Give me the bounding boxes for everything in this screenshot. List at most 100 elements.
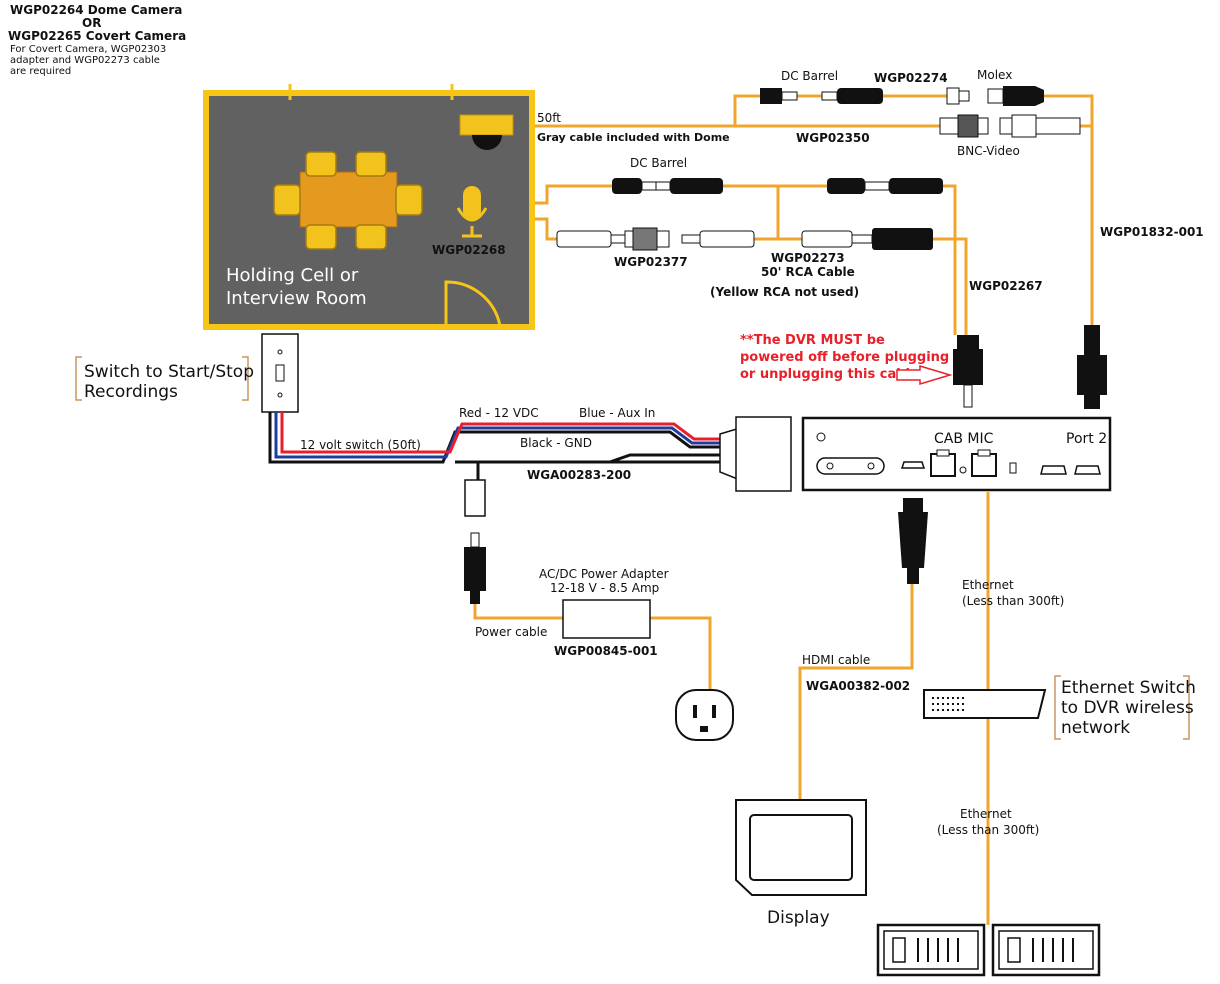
mic-right-cable-a <box>943 184 957 335</box>
chairs <box>273 151 423 250</box>
wall-switch-icon <box>261 333 299 413</box>
harness-blue-label: Blue - Aux In <box>579 406 655 420</box>
dc-barrel-jack <box>821 91 838 101</box>
mic-dc-body <box>670 178 723 194</box>
rca-adapter-part: WGP02377 <box>614 255 688 269</box>
right-dc-tip <box>864 181 890 191</box>
power-lead <box>476 460 720 480</box>
dvr-eth-port-1 <box>930 453 956 477</box>
top-adapter-part: WGP02274 <box>874 71 948 85</box>
ethernet-dist-2: (Less than 300ft) <box>937 823 1039 837</box>
eth-bracket-left <box>1054 675 1061 740</box>
room: Holding Cell or Interview Room WGP02268 <box>203 84 535 330</box>
network-rack-icon <box>876 923 1101 977</box>
room-label-2: Interview Room <box>226 288 367 309</box>
dome-camera-icon <box>459 114 514 150</box>
power-adapter-part: WGP00845-001 <box>554 644 658 658</box>
dome-cable-note: Gray cable included with Dome <box>537 131 730 144</box>
camera-covert-part: WGP02265 Covert Camera <box>8 29 186 43</box>
eth-bracket-right <box>1183 675 1190 740</box>
mic-cable-part: WGP02267 <box>969 279 1043 293</box>
power-adapter-plug <box>464 479 486 604</box>
top-connectors <box>760 86 1107 409</box>
mic-part: WGP02268 <box>432 243 506 257</box>
room-label-1: Holding Cell or <box>226 265 359 286</box>
dvr-cab-mic-label: CAB MIC <box>934 431 994 447</box>
wire-blue <box>274 412 720 459</box>
chair <box>273 184 301 216</box>
rca-cable-desc: 50' RCA Cable <box>761 265 855 279</box>
power-adapter-label: AC/DC Power Adapter <box>539 567 669 581</box>
main-cable-grip <box>1084 325 1100 355</box>
switch-harness <box>268 412 720 480</box>
power-adapter-rating: 12-18 V - 8.5 Amp <box>550 581 659 595</box>
bnc-right-body <box>1035 117 1081 135</box>
rca-tip-3 <box>851 234 873 244</box>
ethernet-switch-label-1: Ethernet Switch <box>1061 678 1196 698</box>
warning-line-1: **The DVR MUST be <box>740 333 885 348</box>
warning-line-2: powered off before plugging <box>740 350 949 365</box>
main-cable-part: WGP01832-001 <box>1100 225 1204 239</box>
dome-cable-length: 50ft <box>537 111 561 125</box>
ethernet-switch-brackets <box>1054 675 1190 740</box>
chair <box>305 151 337 177</box>
orange-cables <box>473 94 1094 925</box>
bnc-left <box>939 117 959 135</box>
ethernet-switch-label-3: network <box>1061 718 1130 738</box>
switch-cable-label: 12 volt switch (50ft) <box>300 438 421 452</box>
camera-note-2: adapter and WGP02273 cable <box>10 55 160 66</box>
bnc-label: BNC-Video <box>957 144 1020 158</box>
warning-arrow-icon <box>896 364 953 386</box>
dvr-hdmi-port <box>900 461 926 469</box>
power-adapter-box <box>562 599 651 639</box>
rca-plug-3 <box>801 230 853 248</box>
bracket-left <box>75 356 82 401</box>
harness-black-label: Black - GND <box>520 436 592 450</box>
hdmi-cable <box>798 582 914 800</box>
camera-dome-part: WGP02264 Dome Camera <box>10 3 182 17</box>
rca-adapter-b <box>656 230 670 248</box>
outlet-cable <box>650 616 712 690</box>
bnc-tip <box>977 117 989 135</box>
power-cable <box>473 604 563 620</box>
chair <box>395 184 423 216</box>
bnc-right-tip <box>999 117 1013 135</box>
rca-adapter-ring <box>632 227 658 251</box>
dvr-unit-icon <box>801 416 1112 492</box>
chair <box>305 224 337 250</box>
dc-barrel-tip <box>781 91 798 101</box>
ethernet-label-2: Ethernet <box>960 807 1012 821</box>
harness-connector <box>719 416 792 492</box>
mic-dc-plug <box>612 178 642 194</box>
rca-tip-1 <box>610 234 626 244</box>
mic-right-cable-b <box>933 237 968 335</box>
power-cable-label: Power cable <box>475 625 547 639</box>
mic-plug-body <box>953 349 983 385</box>
chair <box>355 224 387 250</box>
display-label: Display <box>767 908 830 928</box>
room-door <box>444 280 502 327</box>
molex-plug-right <box>958 90 970 102</box>
dc-barrel-body <box>837 88 883 104</box>
power-outlet-icon <box>675 689 734 741</box>
molex-plug-left <box>946 87 960 105</box>
rca-connectors <box>556 178 983 408</box>
dvr-port2-a <box>1040 465 1067 475</box>
main-cable-right-top <box>1044 94 1094 325</box>
dome-cable <box>533 94 760 128</box>
dvr-power-port <box>816 457 885 475</box>
mic-dc-tip <box>641 181 657 191</box>
mic-plug-tip <box>963 384 973 408</box>
main-cable-tip <box>1084 395 1100 409</box>
wire-black-highlight <box>455 451 720 460</box>
right-dc-plug <box>827 178 865 194</box>
harness-red-label: Red - 12 VDC <box>459 406 539 420</box>
rca-note: (Yellow RCA not used) <box>710 285 859 299</box>
molex-socket <box>987 88 1004 104</box>
mic-plug-grip <box>957 335 979 349</box>
main-cable-plug <box>1077 355 1107 395</box>
microphone-icon <box>456 186 488 238</box>
camera-note-1: For Covert Camera, WGP02303 <box>10 44 166 55</box>
